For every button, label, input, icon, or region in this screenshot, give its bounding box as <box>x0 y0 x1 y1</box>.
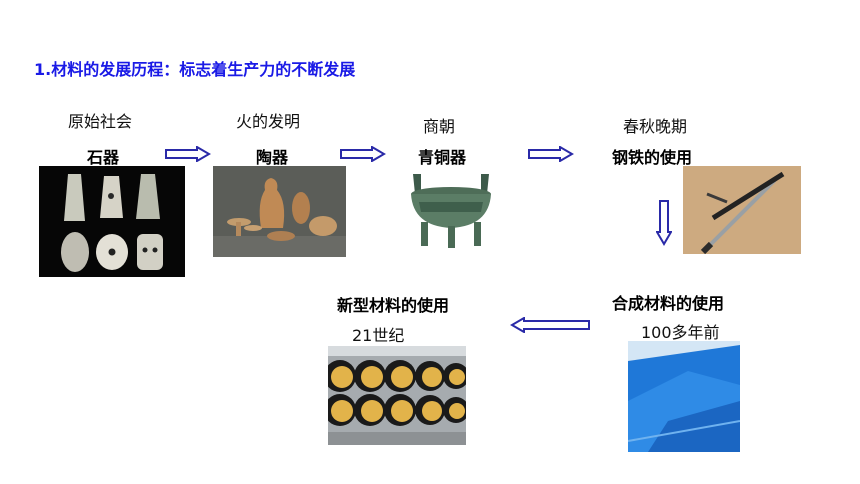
era-label-21st-century: 21世纪 <box>352 326 405 345</box>
pottery-photo <box>213 166 346 257</box>
material-label-new-materials: 新型材料的使用 <box>337 296 450 315</box>
arrow-down <box>655 200 673 250</box>
arrow-right-3 <box>528 145 574 166</box>
arrow-right-2 <box>340 145 386 166</box>
material-label-pottery: 陶器 <box>256 148 289 167</box>
stone-tools-photo <box>39 166 185 277</box>
bronze-ding-photo <box>399 168 503 250</box>
material-label-iron-steel: 钢铁的使用 <box>612 148 693 167</box>
era-label-invention-of-fire: 火的发明 <box>236 112 301 131</box>
material-label-synthetic-materials: 合成材料的使用 <box>612 294 725 313</box>
corrugated-pipes-photo <box>328 346 466 445</box>
slide-title: 1.材料的发展历程：标志着生产力的不断发展 <box>34 60 356 79</box>
iron-sword-photo <box>683 166 801 254</box>
arrow-right-1 <box>165 145 211 166</box>
material-label-stone-tools: 石器 <box>87 148 120 167</box>
era-label-primitive-society: 原始社会 <box>68 112 133 131</box>
blue-plastic-sheets-photo <box>628 341 740 452</box>
era-label-100-years-ago: 100多年前 <box>641 323 720 342</box>
arrow-left <box>510 316 590 337</box>
era-label-shang-dynasty: 商朝 <box>423 117 456 136</box>
material-label-bronze: 青铜器 <box>418 148 467 167</box>
era-label-late-spring-autumn: 春秋晚期 <box>623 117 688 136</box>
